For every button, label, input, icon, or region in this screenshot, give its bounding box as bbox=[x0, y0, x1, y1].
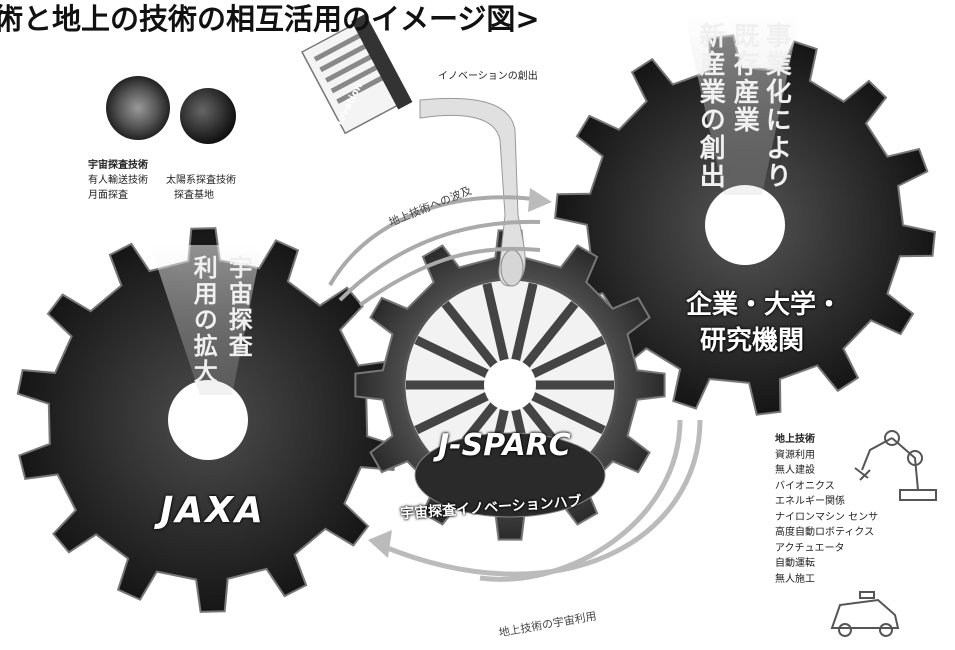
space-tech-item: 有人輸送技術 bbox=[88, 175, 148, 186]
page-title: 術と地上の技術の相互活用のイメージ図> bbox=[0, 2, 540, 36]
moon-planet-icon bbox=[180, 88, 236, 144]
right-gear-vertical-text: 既存産業 bbox=[729, 22, 760, 134]
earth-tech-item: 高度自動ロボティクス bbox=[775, 527, 875, 538]
earth-tech-item: バイオニクス bbox=[775, 480, 835, 492]
industry-label-line2: 研究機関 bbox=[700, 326, 805, 356]
industry-label-line1: 企業・大学・ bbox=[686, 290, 843, 320]
earth-tech-item: 無人建設 bbox=[775, 465, 815, 476]
right-gear-vertical-text: 新産業の創出 bbox=[695, 22, 726, 190]
gear-mid-hub bbox=[414, 432, 606, 518]
car-icon bbox=[830, 591, 900, 637]
jaxa-gear bbox=[16, 227, 400, 613]
space-tech-heading: 宇宙探査技術 bbox=[88, 160, 148, 171]
earth-tech-item: エネルギー関係 bbox=[775, 496, 845, 507]
innovation-caption: イノベーションの創出 bbox=[438, 71, 538, 82]
earth-tech-item: ナイロンマシン センサ bbox=[775, 511, 879, 523]
earth-tech-item: 自動運転 bbox=[775, 558, 815, 569]
gear-mid-hole bbox=[484, 359, 536, 411]
earth-planet-icon bbox=[106, 76, 170, 140]
space-tech-item: 探査基地 bbox=[174, 190, 214, 201]
right-beam bbox=[684, 15, 800, 195]
hub-logo: J-SPARC bbox=[438, 428, 571, 463]
to-ground-arrowhead bbox=[528, 188, 552, 212]
drop-icon bbox=[500, 249, 524, 287]
earth-tech-heading: 地上技術 bbox=[775, 434, 815, 445]
left-beam bbox=[150, 245, 262, 395]
earth-tech-item: 資源利用 bbox=[775, 449, 815, 461]
right-gear-vertical-text: 事業化により bbox=[761, 22, 792, 190]
innovation-box-icon bbox=[300, 13, 413, 135]
left-gear-vertical-text: 宇宙探査 bbox=[224, 255, 253, 359]
left-gear-vertical-text: 利用の拡大 bbox=[189, 255, 218, 385]
space-tech-block: 宇宙探査技術 有人輸送技術 太陽系探査技術 月面探査 探査基地 bbox=[88, 158, 236, 203]
earth-tech-item: アクチュエータ bbox=[775, 542, 845, 554]
earth-tech-item: 無人施工 bbox=[775, 573, 815, 585]
hub-gear bbox=[354, 229, 666, 541]
space-tech-item: 太陽系探査技術 bbox=[166, 175, 236, 186]
industry-gear bbox=[554, 34, 936, 416]
gear-right-hole bbox=[705, 185, 785, 265]
gear-left-hole bbox=[168, 380, 248, 460]
earth-tech-list: 地上技術 資源利用 無人建設 バイオニクス エネルギー関係 ナイロンマシン セン… bbox=[775, 432, 878, 587]
to-ground-arrow bbox=[328, 195, 541, 307]
jaxa-logo: JAXA bbox=[160, 490, 265, 531]
from-ground-arrow bbox=[379, 419, 703, 582]
from-ground-arrowhead bbox=[368, 530, 392, 558]
space-tech-item: 月面探査 bbox=[88, 190, 128, 201]
robot-arm-icon bbox=[854, 430, 937, 501]
